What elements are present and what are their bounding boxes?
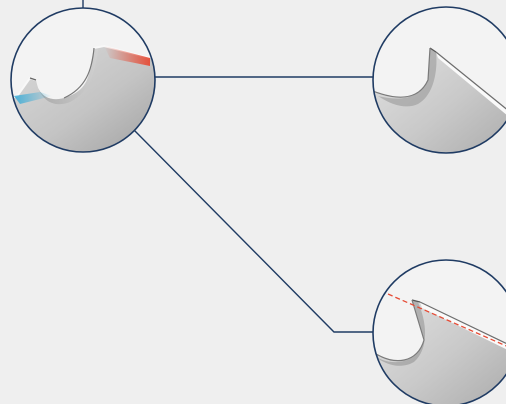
connector-to-detail-angle xyxy=(133,129,374,333)
tooth-angle-guide-icon xyxy=(373,300,506,404)
callout-tooth-detail-angle xyxy=(372,259,506,404)
saw-tooth-wear-icon xyxy=(11,46,155,152)
callout-tooth-detail-sharp xyxy=(372,6,506,154)
wear-blue-zone xyxy=(14,92,52,104)
sharp-tooth-icon xyxy=(373,48,506,153)
callout-tooth-overview xyxy=(10,7,156,153)
angle-guide-dashed-line xyxy=(387,293,506,353)
connector-lines xyxy=(82,0,374,333)
wear-red-zone xyxy=(104,46,150,66)
